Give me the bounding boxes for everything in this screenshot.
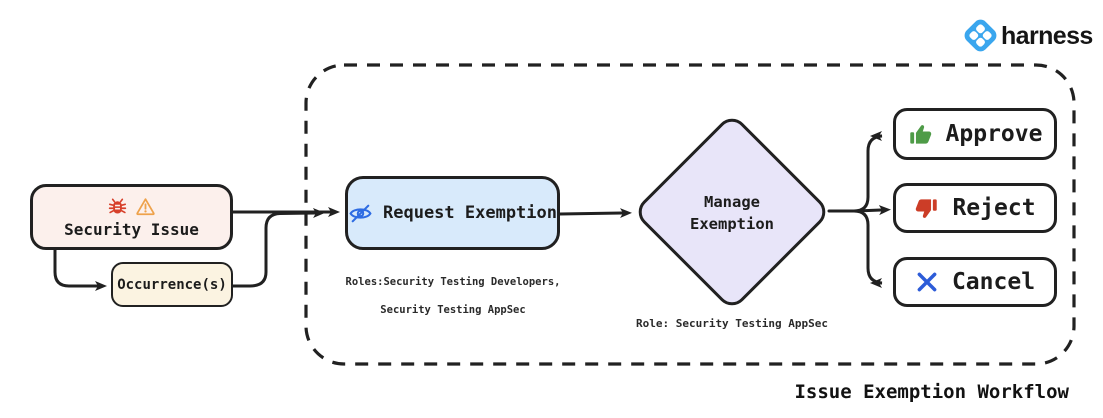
- node-approve: Approve: [893, 108, 1057, 160]
- thumbs-up-icon: [909, 124, 931, 144]
- diagram-title: Issue Exemption Workflow: [794, 381, 1069, 403]
- request-exemption-label: Request Exemption: [383, 203, 557, 223]
- approve-label: Approve: [945, 121, 1043, 147]
- node-cancel: Cancel: [893, 257, 1057, 307]
- manage-exemption-diamond: [638, 118, 826, 306]
- eye-off-icon: [349, 204, 372, 222]
- roles-caption-line1: Roles:Security Testing Developers,: [345, 275, 561, 288]
- thumbs-down-icon: [916, 198, 938, 218]
- manage-exemption-role-caption: Role: Security Testing AppSec: [635, 317, 829, 330]
- warning-icon: [136, 198, 155, 216]
- security-issue-label: Security Issue: [64, 219, 199, 239]
- node-occurrence: Occurrence(s): [111, 262, 233, 307]
- roles-caption-line2: Security Testing AppSec: [380, 303, 526, 316]
- manage-exemption-label-line2: Exemption: [690, 215, 774, 234]
- reject-label: Reject: [952, 195, 1036, 221]
- harness-logo-icon: [964, 19, 997, 52]
- node-reject: Reject: [893, 183, 1057, 233]
- node-security-issue: Security Issue: [30, 184, 233, 250]
- occurrence-label: Occurrence(s): [117, 276, 227, 293]
- manage-exemption-label-line1: Manage: [704, 193, 760, 211]
- request-exemption-roles-caption: Roles:Security Testing Developers, Secur…: [336, 262, 570, 331]
- node-request-exemption: Request Exemption: [345, 176, 560, 250]
- harness-logo: harness: [962, 17, 1093, 54]
- cancel-label: Cancel: [951, 269, 1036, 295]
- manage-exemption-label: Manage Exemption: [662, 191, 802, 236]
- harness-wordmark: harness: [1001, 21, 1093, 50]
- x-mark-icon: [917, 272, 937, 292]
- security-issue-icons: [107, 196, 156, 218]
- bug-icon: [108, 198, 127, 214]
